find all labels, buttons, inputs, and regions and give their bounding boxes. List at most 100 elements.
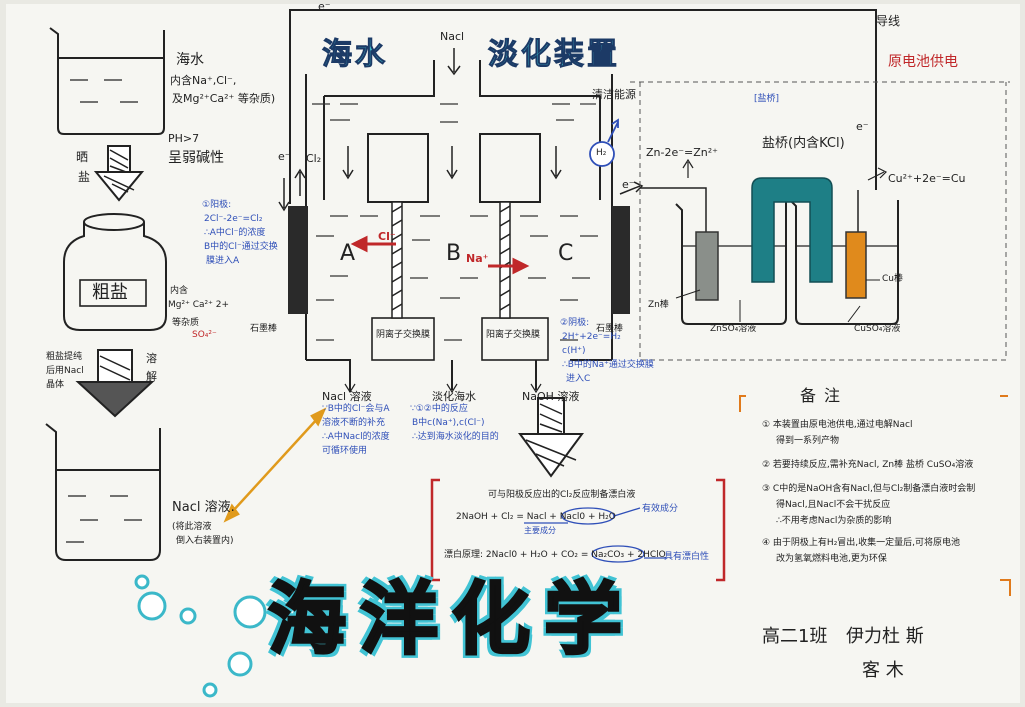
note-4b: 改为氢氧燃料电池,更为环保 xyxy=(776,554,887,564)
dissolve-2: 解 xyxy=(146,370,157,383)
chlorine-label: Cl₂ xyxy=(306,152,322,165)
clean-energy-label: 清洁能源 xyxy=(592,88,636,101)
zinc-rod-label: Zn棒 xyxy=(648,300,669,310)
anode-note-1: ①阳极: xyxy=(202,200,232,210)
anode-note-3: ∴A中Cl⁻的浓度 xyxy=(204,228,266,238)
right-graphite-electrode xyxy=(612,206,630,314)
sun-dry-label-2: 盐 xyxy=(78,170,91,184)
output-arrows xyxy=(344,364,542,394)
to-bleach-arrow xyxy=(518,397,584,478)
leader-lines xyxy=(675,279,880,323)
signature-class: 高二1班 xyxy=(762,626,828,647)
anode-note-2: 2Cl⁻-2e⁻=Cl₂ xyxy=(204,214,263,224)
note-3b: 得Nacl,且Nacl不会干扰反应 xyxy=(776,500,891,510)
note-3a: ③ C中的是NaOH含有Nacl,但与Cl₂制备漂白液时会制 xyxy=(762,484,976,494)
purify-2: 后用Nacl xyxy=(46,366,84,376)
output-a-note-1: ∵B中的Cl⁻会与A xyxy=(322,404,390,414)
salt-bridge-tag: [盐桥] xyxy=(754,94,780,104)
cathode-note-5: 进入C xyxy=(566,374,591,384)
wire-label: 导线 xyxy=(876,14,901,28)
weak-base-label: 呈弱碱性 xyxy=(168,150,224,166)
output-b-note-2: B中c(Na⁺),c(Cl⁻) xyxy=(412,418,485,428)
anode-note-5: 膜进入A xyxy=(206,256,240,266)
seawater-beaker xyxy=(49,27,165,135)
seawater-ions: 内含Na⁺,Cl⁻, xyxy=(170,74,237,87)
reaction-header: 可与阳极反应出的Cl₂反应制备漂白液 xyxy=(488,490,636,500)
chamber-a: A xyxy=(340,241,356,266)
reaction-eq1-sub: 主要成分 xyxy=(524,526,556,535)
signature-name-2: 客 木 xyxy=(862,660,904,681)
copper-rod-label: Cu棒 xyxy=(882,274,903,284)
reaction-box-bracket xyxy=(430,478,726,582)
electron-right: e⁻ xyxy=(622,178,635,191)
copper-reaction: Cu²⁺+2e⁻=Cu xyxy=(888,172,966,185)
output-c-label: NaOH 溶液 xyxy=(522,390,580,403)
impurities-1: 内含 xyxy=(170,286,189,296)
electron-left: e⁻ xyxy=(278,150,291,163)
left-graphite-electrode xyxy=(288,206,308,314)
chloride-ion: Cl⁻ xyxy=(378,230,396,243)
battery-electron: e⁻ xyxy=(856,120,869,133)
nacl-inlet-label: Nacl xyxy=(440,30,465,43)
impurities-3: 等杂质 xyxy=(172,318,200,328)
cathode-note-4: ∴B中的Na⁺通过交换膜 xyxy=(562,360,654,370)
signature-name-1: 伊力杜 斯 xyxy=(846,626,924,647)
h2-bubble xyxy=(589,118,619,167)
battery-region xyxy=(630,81,1010,361)
cuso4-label: CuSO₄溶液 xyxy=(854,324,901,334)
note-1a: ① 本装置由原电池供电,通过电解Nacl xyxy=(762,420,913,430)
reaction-eq1-mark: 有效成分 xyxy=(642,504,679,514)
crude-salt-label: 粗盐 xyxy=(92,282,128,303)
purify-1: 粗盐提纯 xyxy=(46,352,83,362)
seawater-ions-2: 及Mg²⁺Ca²⁺ 等杂质) xyxy=(172,92,276,105)
wire-electron-top: e⁻ xyxy=(318,0,331,13)
note-3c: ∴不用考虑Nacl为杂质的影响 xyxy=(776,516,892,526)
salt-bridge-label: 盐桥(内含KCl) xyxy=(762,136,845,151)
dissolve-arrow xyxy=(75,349,155,418)
paper xyxy=(6,4,1020,703)
ph-note: PH>7 xyxy=(168,132,200,145)
water-lines xyxy=(312,103,598,341)
battery-supply-label: 原电池供电 xyxy=(888,54,958,70)
cathode-note-1: ②阴极: xyxy=(560,318,590,328)
reaction-marks xyxy=(524,507,666,563)
output-a-label: Nacl 溶液 xyxy=(322,390,372,403)
title-seawater: 海水 xyxy=(322,37,388,73)
left-electrode-label: 石墨棒 xyxy=(250,324,278,334)
notes-title: 备注 xyxy=(800,386,849,405)
salt-bridge xyxy=(751,177,833,283)
nacl-solution-note-2: 倒入右装置内) xyxy=(176,536,234,546)
zinc-reaction: Zn-2e⁻=Zn²⁺ xyxy=(646,146,718,159)
cathode-note-3: c(H⁺) xyxy=(562,346,586,356)
sun-dry-label-1: 晒 xyxy=(76,150,89,164)
reaction-eq2-mark: 具有漂白性 xyxy=(664,552,710,562)
zinc-rod xyxy=(695,231,719,301)
purify-3: 晶体 xyxy=(46,380,65,390)
output-a-note-3: ∴A中Nacl的浓度 xyxy=(322,432,390,442)
reaction-eq1: 2NaOH + Cl₂ = Nacl + Nacl0 + H₂O xyxy=(456,512,616,522)
nacl-solution-label: Nacl 溶液. xyxy=(172,500,235,515)
output-b-note-1: ∵①②中的反应 xyxy=(410,404,468,414)
seawater-label: 海水 xyxy=(176,52,204,68)
cation-membrane-label: 阳离子交换膜 xyxy=(486,330,541,340)
anode-note-4: B中的Cl⁻通过交换 xyxy=(204,242,278,252)
output-b-note-3: ∴达到海水淡化的目的 xyxy=(412,432,499,442)
chamber-c: C xyxy=(558,241,574,266)
note-2: ② 若要持续反应,需补充Nacl, Zn棒 盐桥 CuSO₄溶液 xyxy=(762,460,974,470)
anion-membrane-label: 阴离子交换膜 xyxy=(376,330,431,340)
output-b-label: 淡化海水 xyxy=(432,390,476,403)
znso4-label: ZnSO₄溶液 xyxy=(710,324,757,334)
chamber-b: B xyxy=(446,241,462,266)
banner-marine-chemistry: 海洋化学 xyxy=(266,574,637,667)
nacl-solution-note-1: (将此溶液 xyxy=(172,522,212,532)
sodium-ion: Na⁺ xyxy=(466,252,489,265)
output-a-note-2: 溶液不断的补充 xyxy=(322,418,386,428)
output-a-note-4: 可循环使用 xyxy=(322,446,368,456)
crude-salt-jar xyxy=(63,213,167,331)
note-4a: ④ 由于阴极上有H₂冒出,收集一定量后,可将原电池 xyxy=(762,538,961,548)
impurities-4: SO₄²⁻ xyxy=(192,330,217,340)
note-1b: 得到一系列产物 xyxy=(776,436,840,446)
reaction-eq2: 漂白原理: 2Nacl0 + H₂O + CO₂ = Na₂CO₃ + 2HCl… xyxy=(444,550,666,560)
